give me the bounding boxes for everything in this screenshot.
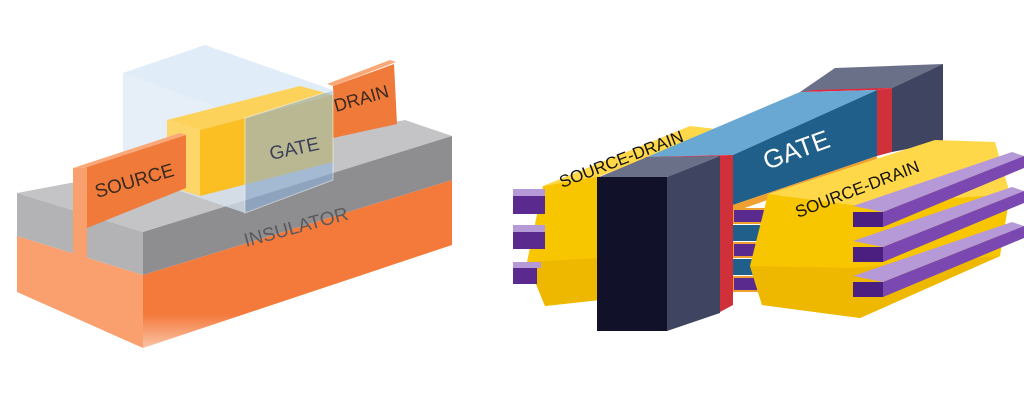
nanosheet-top — [853, 152, 1024, 212]
front-gate-cap-face — [597, 177, 667, 331]
left-nanosheets — [513, 189, 545, 284]
gate-glass-front-face — [244, 89, 334, 214]
left-source-drain-lower — [527, 258, 600, 306]
nanosheet — [513, 196, 545, 214]
channel-fin-top — [167, 86, 333, 130]
gaafet-diagram: SOURCE-DRAIN GATE SOURCE-DRAIN — [513, 64, 1024, 331]
nanosheet-top — [853, 222, 1024, 282]
left-source-drain-top — [543, 126, 725, 186]
source-front-face — [87, 135, 186, 228]
nanosheet-top — [853, 187, 1024, 247]
back-spacer — [877, 88, 892, 156]
nanosheet-side — [883, 191, 1024, 262]
insulator-front-face — [143, 136, 452, 275]
nanosheet-side — [883, 156, 1024, 227]
nanosheet-top — [513, 189, 545, 196]
nanosheet-end — [853, 212, 883, 227]
nanosheet-side — [883, 226, 1024, 297]
drain-front-face — [333, 64, 397, 138]
substrate-front-face — [143, 180, 452, 348]
nanosheet-top — [513, 262, 541, 268]
source-top-edge — [73, 133, 186, 168]
source-fin-stem — [73, 167, 87, 270]
front-gate-cap-top — [597, 156, 720, 178]
nanosheet — [513, 232, 545, 249]
front-spacer — [720, 155, 733, 312]
substrate-left-face — [17, 236, 143, 348]
back-gate-cap-side — [892, 64, 943, 152]
front-gate-cap-side — [667, 156, 720, 331]
back-gate-cap-top — [800, 64, 943, 92]
nanosheet-top — [513, 225, 545, 232]
nanosheet — [513, 268, 537, 284]
nanosheet-end — [853, 282, 883, 297]
drain-top-edge — [327, 60, 396, 86]
nanosheet — [732, 208, 766, 224]
gate-side-face — [733, 90, 877, 205]
nanosheet-end — [853, 247, 883, 262]
finfet-diagram: SOURCE DRAIN GATE INSULATOR — [17, 45, 452, 348]
right-nanosheets — [853, 152, 1024, 297]
gate-top-face — [647, 90, 877, 157]
gate-wrap — [733, 225, 763, 241]
back-spacer-top — [800, 88, 892, 92]
